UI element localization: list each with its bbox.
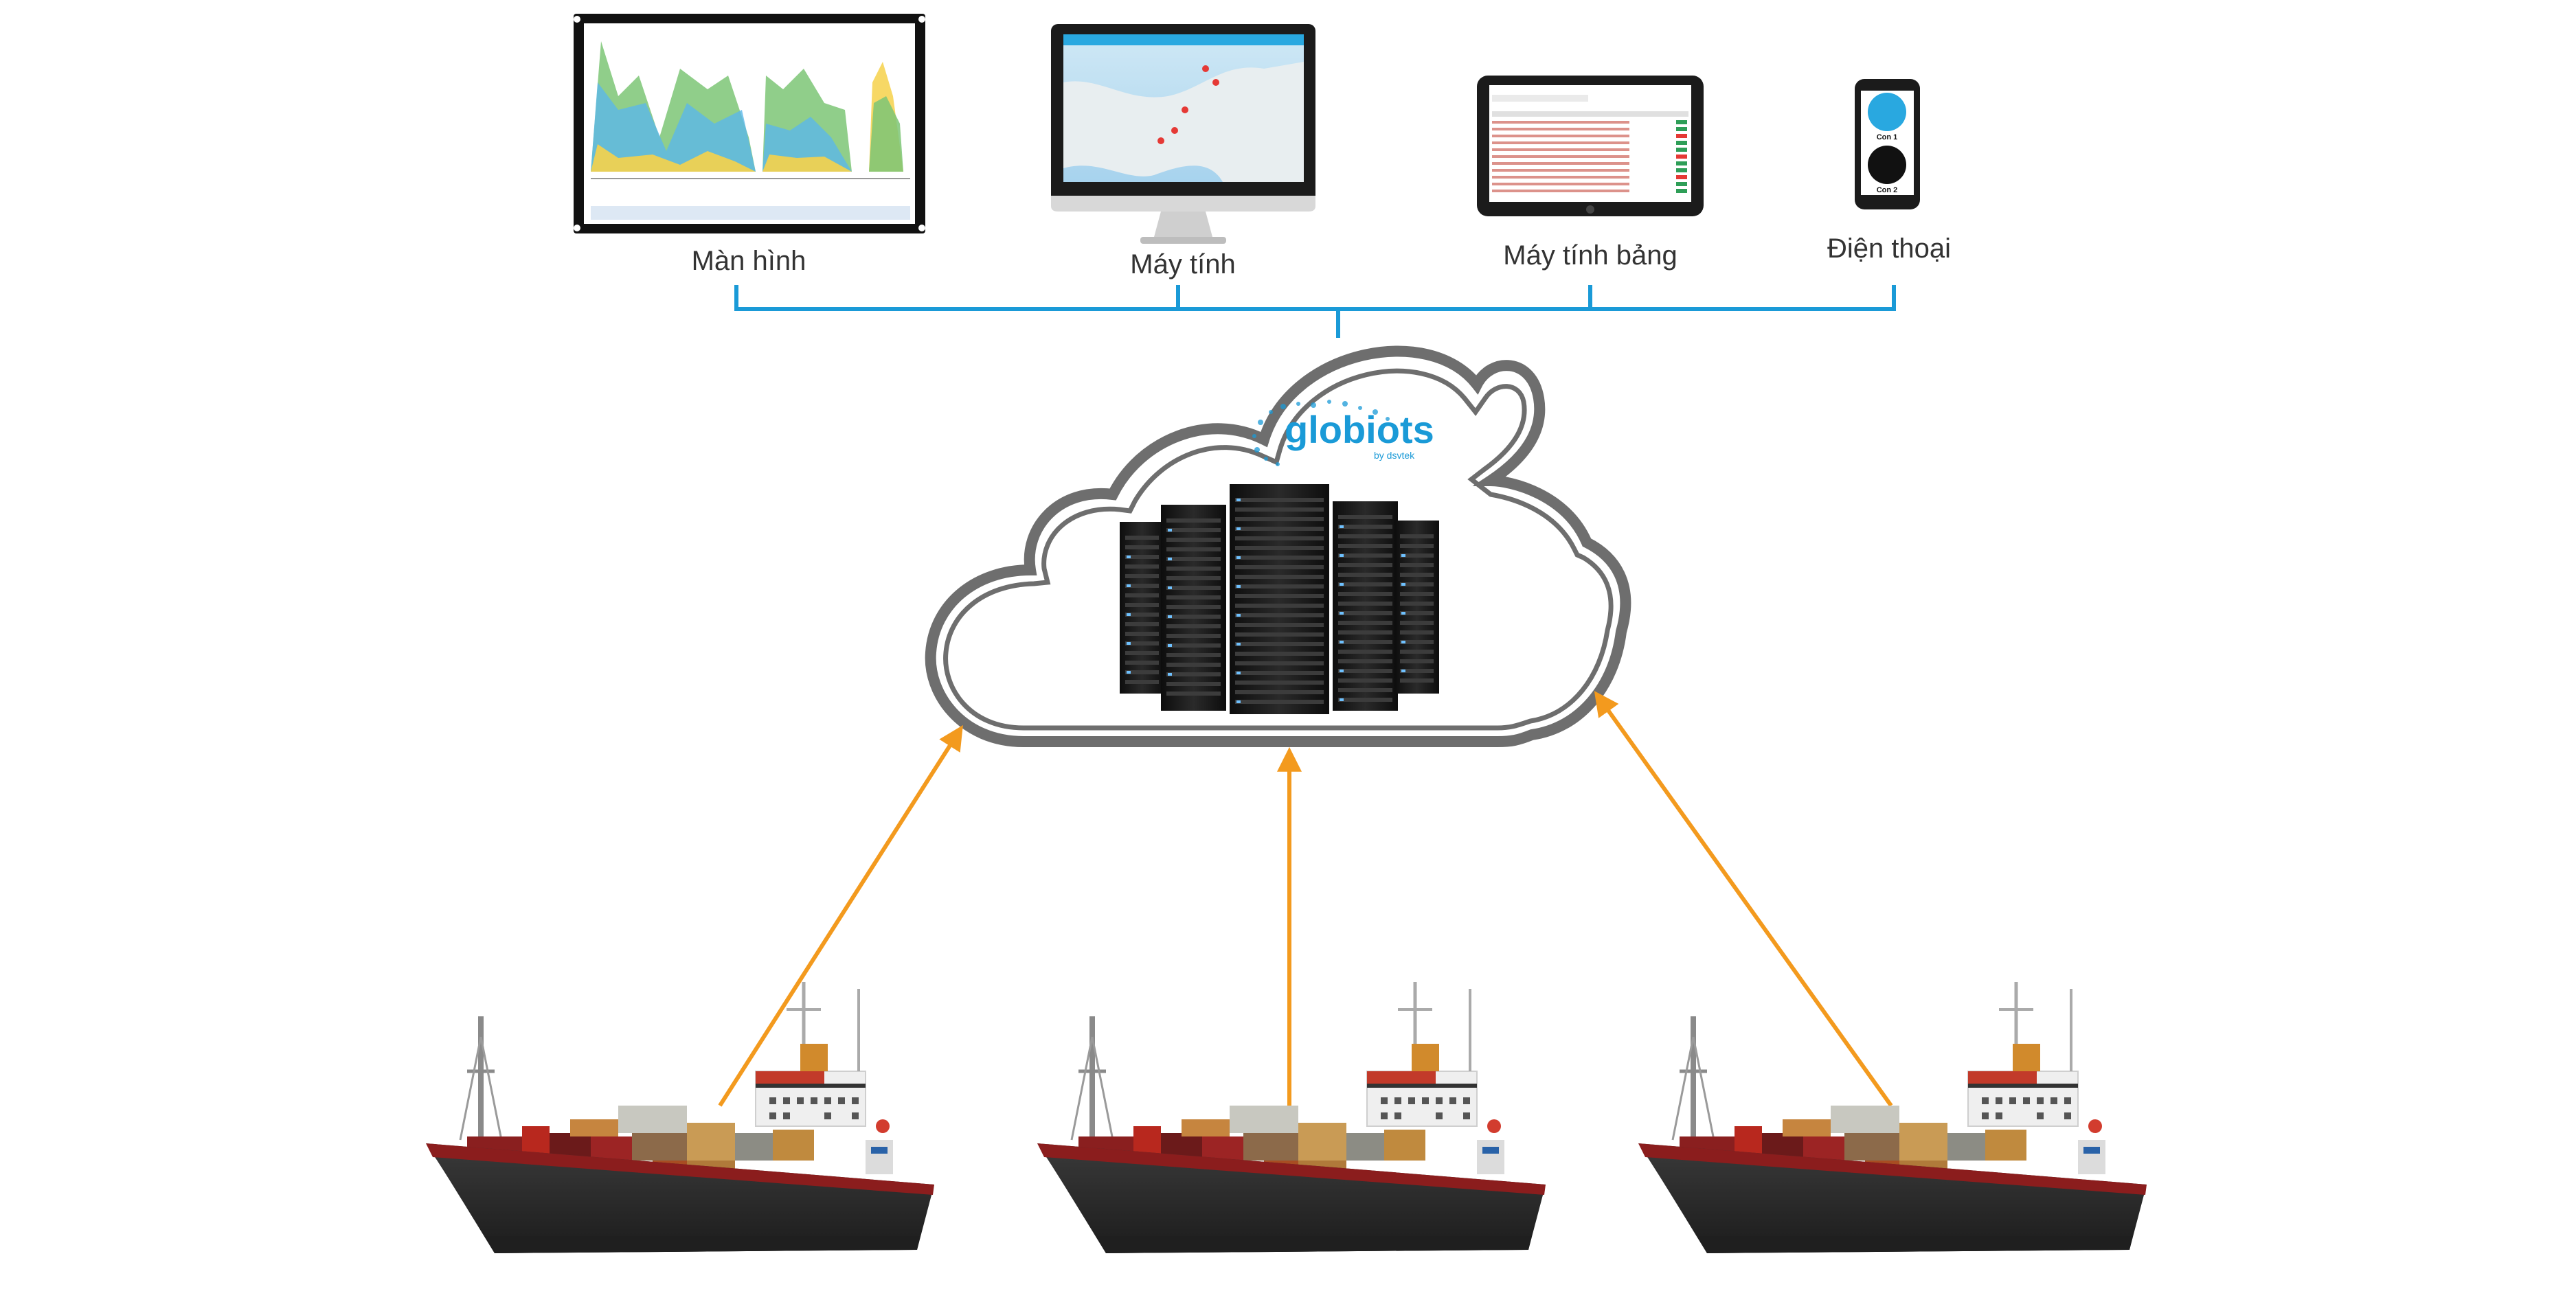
- computer-label: Máy tính: [1130, 249, 1236, 279]
- phone-button-2[interactable]: [1868, 146, 1906, 184]
- map-pin-icons: [1157, 65, 1219, 144]
- phone-button-1-label: Con 1: [1877, 133, 1898, 141]
- computer-device: [1051, 24, 1315, 244]
- uplink-arrow-3: [1594, 691, 1893, 1107]
- tablet-label: Máy tính bảng: [1503, 240, 1677, 271]
- monitor-device: [574, 14, 925, 233]
- network-connector: [734, 285, 1896, 338]
- server-racks-icon: [1120, 484, 1439, 714]
- globiots-logo: globiots by dsvtek: [1252, 400, 1434, 466]
- globiots-brand-sub: by dsvtek: [1374, 450, 1415, 461]
- monitor-chart: [591, 41, 910, 220]
- phone-button-2-label: Con 2: [1877, 186, 1898, 194]
- tablet-table: [1492, 95, 1688, 193]
- cloud-server: globiots by dsvtek: [925, 345, 1631, 747]
- monitor-label: Màn hình: [691, 246, 806, 276]
- phone-device: Con 1 Con 2: [1855, 79, 1920, 209]
- cargo-ship-3: [1638, 982, 2147, 1253]
- globiots-brand-text: globiots: [1285, 408, 1434, 451]
- uplink-arrows: [718, 691, 1893, 1107]
- cargo-ship: [426, 982, 934, 1253]
- phone-label: Điện thoại: [1827, 233, 1952, 264]
- tablet-device: [1477, 76, 1704, 216]
- phone-button-1[interactable]: [1868, 93, 1906, 131]
- uplink-arrow-1: [718, 724, 963, 1107]
